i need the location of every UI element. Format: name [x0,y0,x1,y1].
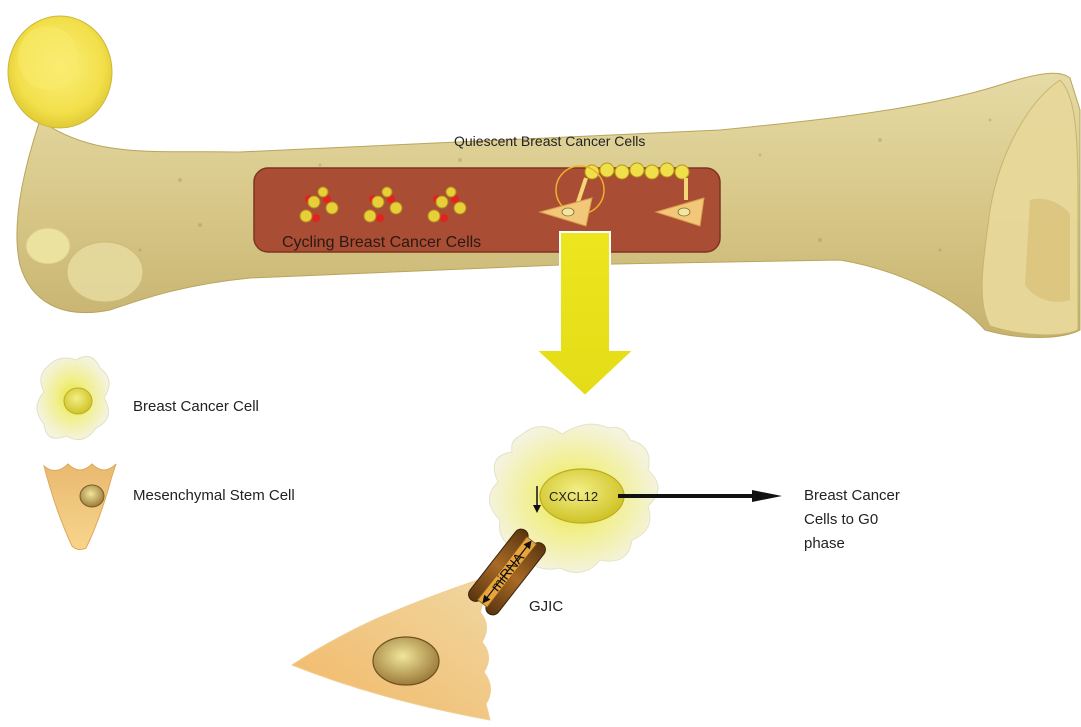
label-cycling: Cycling Breast Cancer Cells [282,234,481,251]
legend-breast-cancer-cell: Breast Cancer Cell [37,356,259,439]
legend-msc-label: Mesenchymal Stem Cell [133,487,295,504]
label-cxcl12: CXCL12 [549,489,598,504]
legend-mesenchymal-stem-cell: Mesenchymal Stem Cell [44,464,295,550]
label-outcome: Breast Cancer Cells to G0 phase [804,487,904,552]
large-msc-nucleus [373,637,439,685]
outcome-line-1: Breast Cancer [804,487,900,504]
outcome-line-3: phase [804,535,845,552]
legend-cancer-label: Breast Cancer Cell [133,398,259,415]
outcome-line-2: Cells to G0 [804,511,878,528]
legend-msc-icon [44,464,116,550]
label-gjic: GJIC [529,598,563,615]
label-quiescent: Quiescent Breast Cancer Cells [454,133,645,149]
